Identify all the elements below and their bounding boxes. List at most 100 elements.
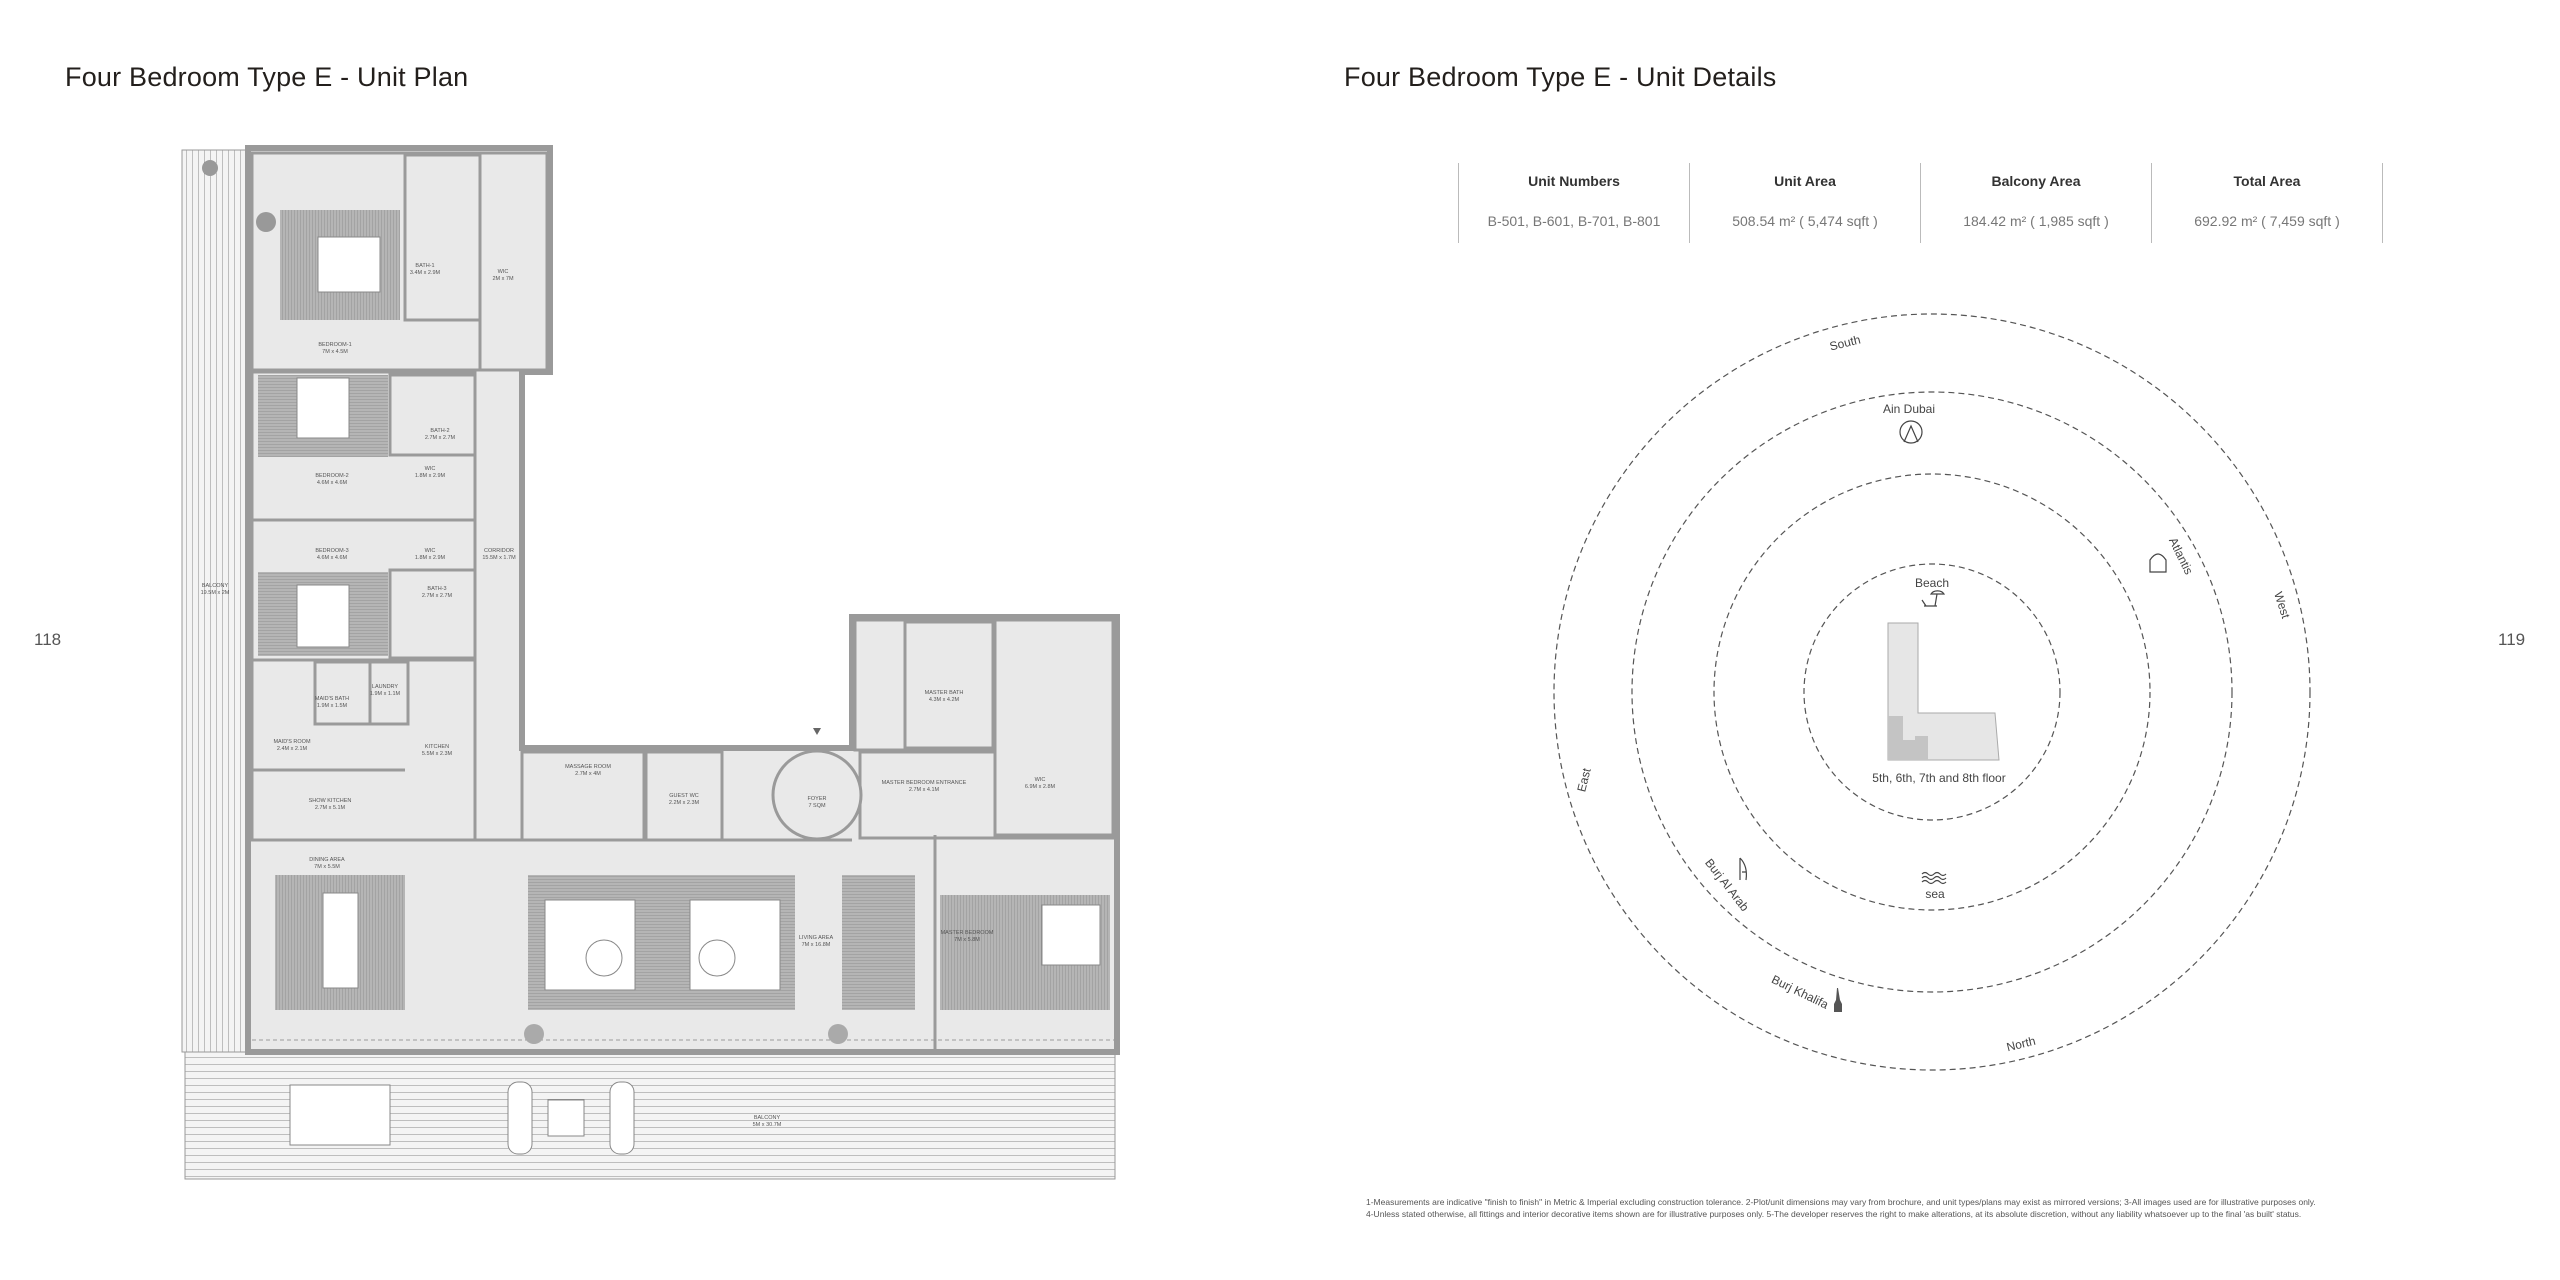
page-number-left: 118 [34, 630, 62, 649]
room-name: MASTER BEDROOM [941, 930, 994, 936]
atlantis-label: Atlantis [2166, 535, 2196, 577]
room-name: WIC [425, 548, 436, 554]
room-dimensions: 1.9M x 1.5M [317, 703, 348, 709]
room-dimensions: 1.8M x 2.9M [415, 473, 446, 479]
room-dimensions: 2.7M x 5.1M [315, 805, 346, 811]
room-name: CORRIDOR [484, 548, 514, 554]
room-name: BEDROOM-2 [315, 473, 348, 479]
room-name: LIVING AREA [799, 935, 834, 941]
balcony-area-column: Balcony Area 184.42 m² ( 1,985 sqft ) [1921, 163, 2152, 243]
room-name: BALCONY [202, 583, 229, 589]
floor-label: 5th, 6th, 7th and 8th floor [1872, 771, 2005, 785]
side-balcony-deck [181, 149, 249, 1053]
room-dimensions: 7M x 5.8M [954, 937, 980, 943]
foyer-rotunda [771, 749, 863, 841]
room-name: MASTER BATH [925, 690, 964, 696]
room-name: GUEST WC [669, 793, 699, 799]
room-dimensions: 19.5M x 2M [201, 590, 230, 596]
room-name: WIC [498, 269, 509, 275]
room-dimensions: 2M x 7M [492, 276, 514, 282]
furniture [202, 160, 1110, 1155]
inner-ring [1803, 563, 2061, 821]
room-dimensions: 2.7M x 4M [575, 771, 601, 777]
column-value: 184.42 m² ( 1,985 sqft ) [1963, 213, 2109, 229]
column-value: B-501, B-601, B-701, B-801 [1487, 213, 1661, 229]
south-label: South [1828, 332, 1862, 353]
building-footprint [1887, 622, 2000, 761]
room-name: SHOW KITCHEN [309, 798, 352, 804]
room-name: BATH-2 [430, 428, 449, 434]
burj-khalifa-icon [1834, 988, 1842, 1012]
unit-plan-title: Four Bedroom Type E - Unit Plan [65, 62, 469, 92]
room-name: MASSAGE ROOM [565, 764, 611, 770]
room-name: KITCHEN [425, 744, 449, 750]
orientation-diagram [1553, 313, 2311, 1071]
room-dimensions: 6.9M x 2.8M [1025, 784, 1056, 790]
column-header: Balcony Area [1991, 173, 2081, 189]
ring-2 [1713, 473, 2151, 911]
total-area-column: Total Area 692.92 m² ( 7,459 sqft ) [2152, 163, 2383, 243]
column-value: 508.54 m² ( 5,474 sqft ) [1732, 213, 1878, 229]
outer-ring [1553, 313, 2311, 1071]
column-header: Unit Numbers [1528, 173, 1620, 189]
interior-walls [250, 151, 1115, 1050]
room-dimensions: 4.3M x 4.2M [929, 697, 960, 703]
landmark-icons [1739, 420, 2167, 1012]
column-header: Total Area [2233, 173, 2301, 189]
footnote-line-1: 1-Measurements are indicative "finish to… [1366, 1197, 2316, 1207]
unit-area-column: Unit Area 508.54 m² ( 5,474 sqft ) [1690, 163, 1921, 243]
room-dimensions: 3.4M x 2.9M [410, 270, 441, 276]
east-label: East [1574, 766, 1594, 793]
footnote-line-2: 4-Unless stated otherwise, all fittings … [1366, 1209, 2302, 1219]
room-name: DINING AREA [309, 857, 345, 863]
room-dimensions: 2.7M x 2.7M [425, 435, 456, 441]
room-dimensions: 4.6M x 4.6M [317, 480, 348, 486]
room-name: MASTER BEDROOM ENTRANCE [882, 780, 967, 786]
sea-label: sea [1925, 887, 1945, 901]
room-dimensions: 2.7M x 4.1M [909, 787, 940, 793]
room-dimensions: 5.5M x 2.3M [422, 751, 453, 757]
room-dimensions: 1.9M x 1.1M [370, 691, 401, 697]
beach-umbrella-icon [1921, 590, 1946, 607]
column-value: 692.92 m² ( 7,459 sqft ) [2194, 213, 2340, 229]
room-dimensions: 2.7M x 2.7M [422, 593, 453, 599]
ain-dubai-label: Ain Dubai [1883, 402, 1935, 416]
room-name: LAUNDRY [372, 684, 399, 690]
room-dimensions: 7M x 4.5M [322, 349, 348, 355]
room-name: WIC [1035, 777, 1046, 783]
room-name: BEDROOM-1 [318, 342, 351, 348]
room-dimensions: 2.4M x 2.1M [277, 746, 308, 752]
ferris-wheel-icon [1899, 420, 1923, 444]
room-name: BALCONY [754, 1115, 781, 1121]
room-dimensions: 15.5M x 1.7M [482, 555, 516, 561]
orientation-labels: South West North East Ain Dubai Atlantis… [1574, 332, 2293, 1054]
room-dimensions: 1.8M x 2.9M [415, 555, 446, 561]
waves-icon [1921, 871, 1947, 885]
ring-3 [1631, 391, 2233, 993]
room-name: MAID'S ROOM [273, 739, 311, 745]
room-name: BATH-1 [415, 263, 434, 269]
room-name: FOYER [808, 796, 827, 802]
room-name: BEDROOM-3 [315, 548, 348, 554]
column-header: Unit Area [1774, 173, 1836, 189]
room-dimensions: 7M x 5.5M [314, 864, 340, 870]
entrance-arrow-icon [813, 728, 821, 735]
unit-details-title: Four Bedroom Type E - Unit Details [1344, 62, 1777, 92]
atlantis-hotel-icon [2149, 553, 2167, 573]
burj-khalifa-label: Burj Khalifa [1769, 972, 1831, 1012]
page-number-right: 119 [2498, 630, 2526, 649]
room-name: BATH-3 [427, 586, 446, 592]
north-label: North [2005, 1034, 2037, 1055]
room-dimensions: 5M x 30.7M [753, 1122, 782, 1128]
west-label: West [2271, 590, 2293, 621]
room-name: WIC [425, 466, 436, 472]
room-dimensions: 4.6M x 4.6M [317, 555, 348, 561]
beach-label: Beach [1915, 576, 1949, 590]
room-dimensions: 7M x 16.8M [802, 942, 831, 948]
room-dimensions: 7 SQM [808, 803, 826, 809]
